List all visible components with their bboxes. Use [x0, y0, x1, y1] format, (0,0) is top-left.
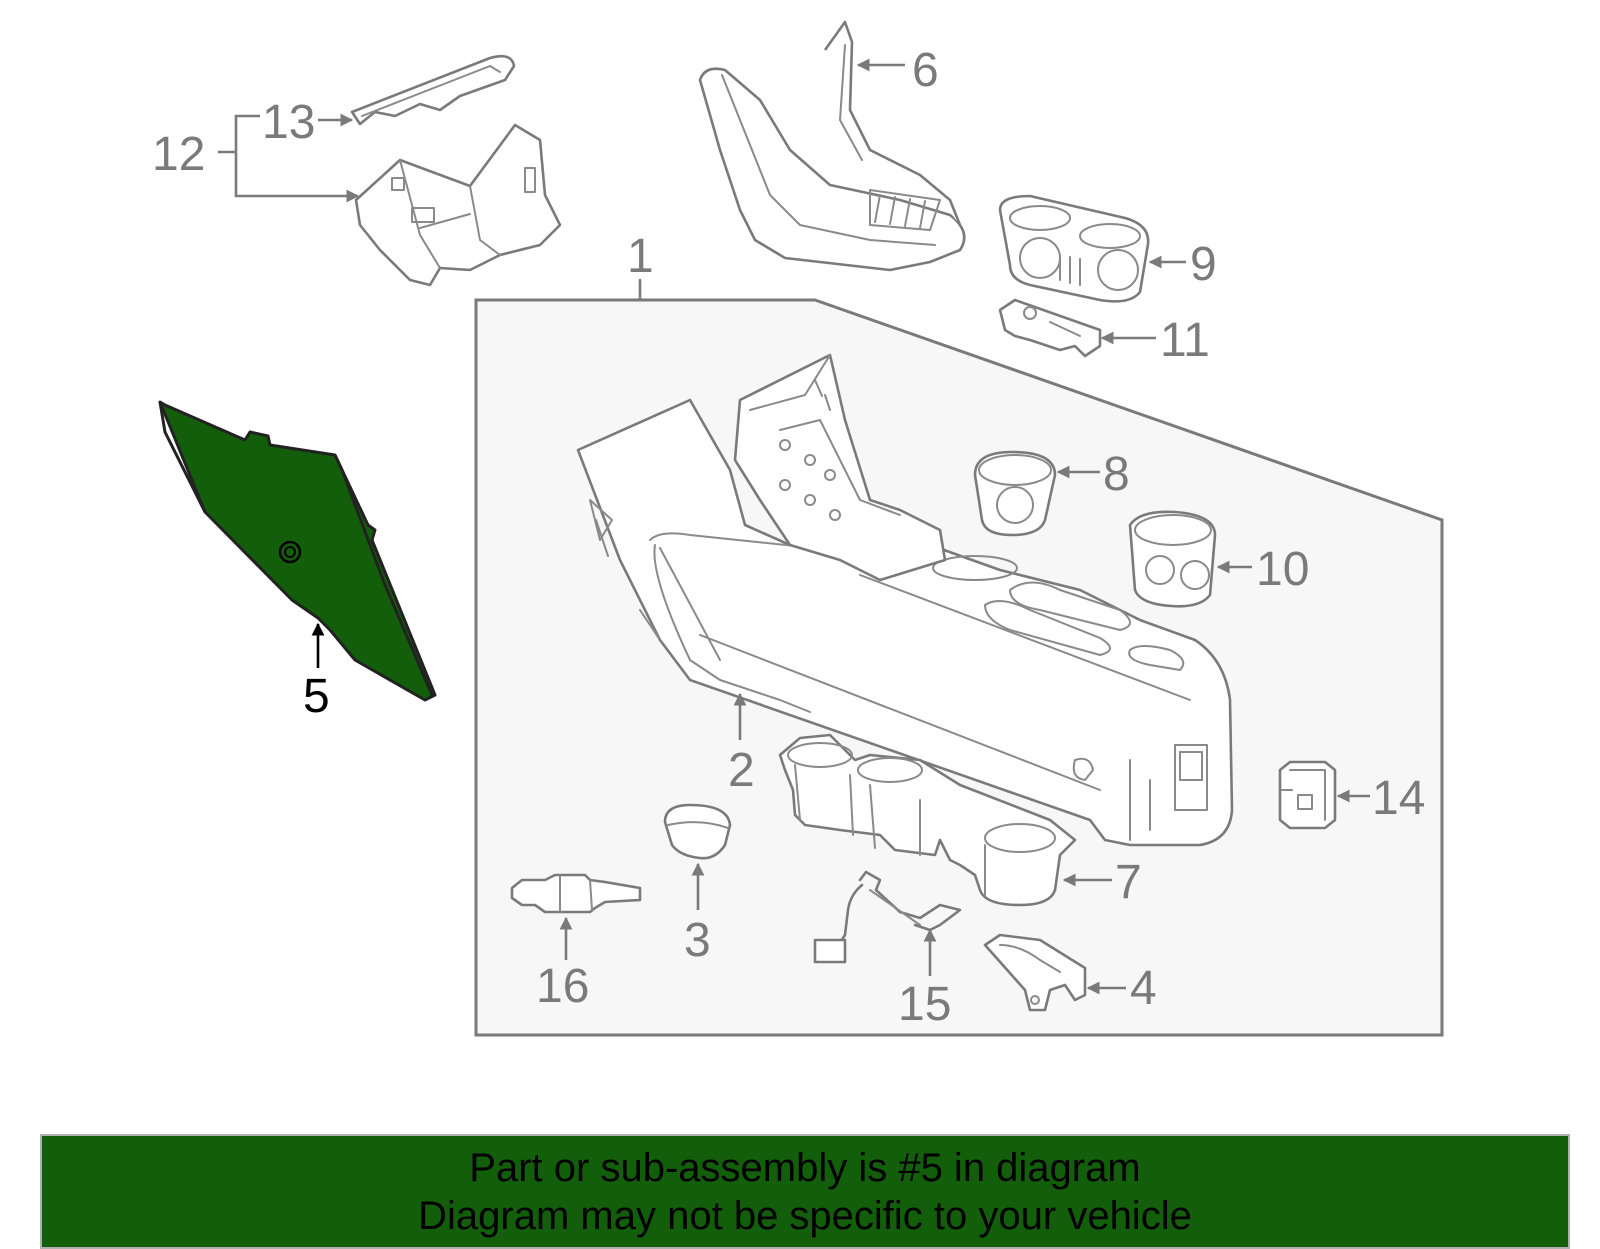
callout-14: 14 — [1372, 772, 1425, 825]
part-13-trim-strip — [350, 54, 516, 126]
banner-line-part: Part or sub-assembly is #5 in diagram — [469, 1145, 1141, 1190]
leader-lines — [218, 58, 1370, 995]
part-4-bracket — [983, 933, 1087, 1012]
part-15-wiring — [813, 870, 962, 964]
callout-7: 7 — [1115, 856, 1142, 909]
callout-1: 1 — [627, 230, 654, 283]
callout-4: 4 — [1130, 962, 1157, 1015]
callout-3: 3 — [684, 914, 711, 967]
part-12-shifter-housing — [354, 123, 562, 287]
part-3-cap — [663, 803, 732, 860]
info-banner: Part or sub-assembly is #5 in diagram Di… — [40, 1134, 1570, 1249]
callout-13: 13 — [262, 96, 315, 149]
part-5-side-panel — [158, 400, 437, 702]
callout-2: 2 — [728, 744, 755, 797]
part-9-cup-insert — [998, 194, 1150, 303]
center-console-body — [576, 353, 1234, 847]
callout-16: 16 — [536, 960, 589, 1013]
callout-6: 6 — [912, 44, 939, 97]
callout-labels: 1 2 3 4 5 6 7 8 9 10 11 12 13 14 15 16 — [152, 44, 1425, 1031]
callout-10: 10 — [1256, 543, 1309, 596]
part-8-cup-holder — [973, 450, 1057, 537]
banner-line-disclaimer: Diagram may not be specific to your vehi… — [418, 1193, 1192, 1238]
callout-9: 9 — [1190, 238, 1217, 291]
part-7-cup-tray — [778, 733, 1077, 907]
callout-5: 5 — [303, 670, 330, 723]
callout-11: 11 — [1160, 314, 1210, 367]
callout-8: 8 — [1103, 448, 1130, 501]
part-14-switch — [1278, 760, 1337, 830]
callout-12: 12 — [152, 128, 205, 181]
part-16-connector — [510, 873, 642, 914]
part-11-bracket — [998, 298, 1102, 358]
part-6-console-trim — [698, 20, 966, 272]
callout-15: 15 — [898, 978, 951, 1031]
part-10-cup-holder — [1128, 510, 1217, 608]
